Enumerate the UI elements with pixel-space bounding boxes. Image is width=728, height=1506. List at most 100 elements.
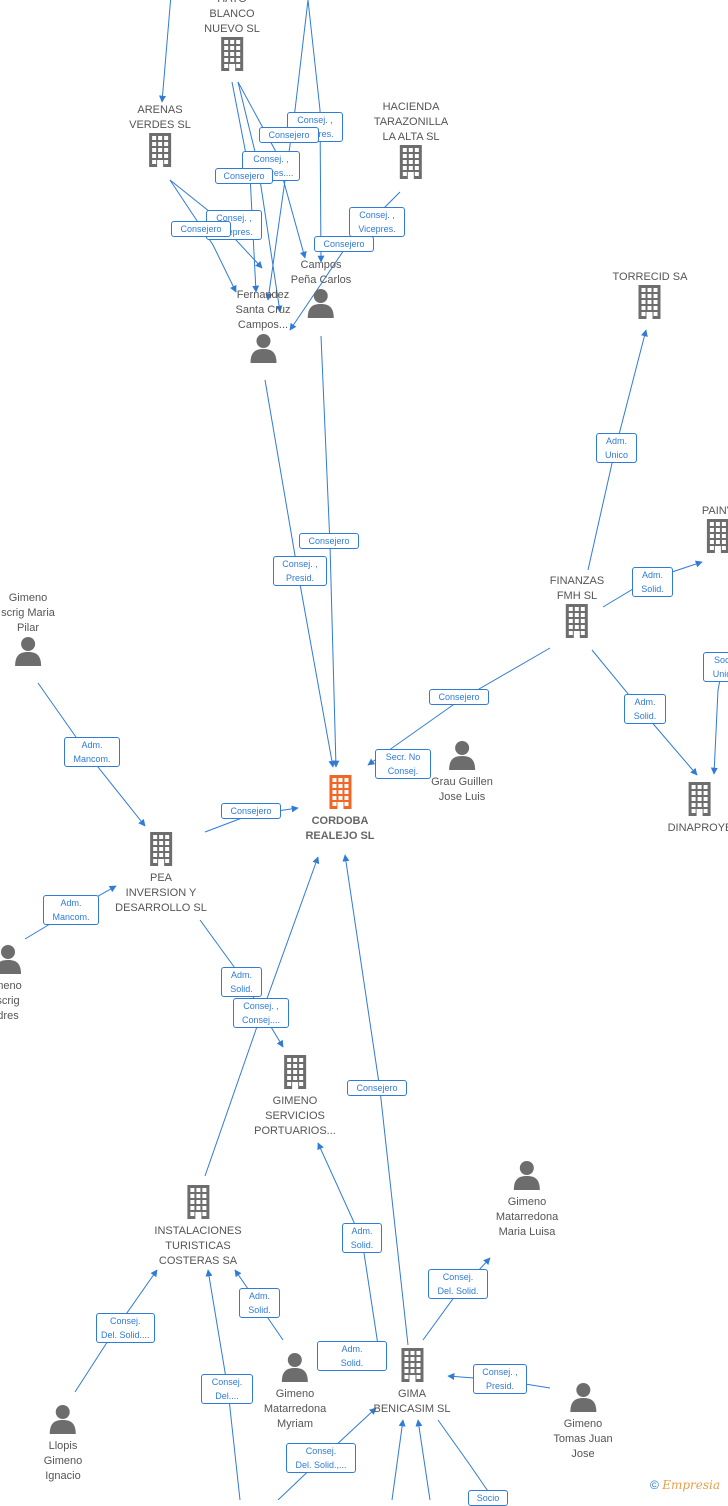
person-node-fernandez[interactable]: Fernandez Santa Cruz Campos... — [235, 288, 291, 368]
footer-credit: © Empresia — [650, 1478, 720, 1492]
company-node-torrecid[interactable]: TORRECID SA — [613, 270, 687, 324]
edge-label: Secr. No Consej. — [375, 749, 431, 779]
building-icon — [704, 519, 728, 558]
person-node-gimeno-myriam[interactable]: Gimeno Matarredona Myriam — [264, 1352, 326, 1432]
edge-label: Adm. Mancom. — [43, 895, 99, 925]
edge-label: Consejero — [221, 803, 281, 819]
person-icon — [14, 636, 42, 671]
edge-label: Consejero — [314, 236, 374, 252]
person-icon — [49, 1404, 77, 1439]
person-node-gimeno-tomas[interactable]: Gimeno Tomas Juan Jose — [553, 1382, 613, 1462]
person-node-gimeno-luisa[interactable]: Gimeno Matarredona Maria Luisa — [496, 1160, 558, 1240]
edge-label: Consejero — [429, 689, 489, 705]
building-icon — [184, 1185, 212, 1224]
edge-line — [237, 81, 283, 313]
edge-line — [342, 854, 409, 1346]
company-node-arenas[interactable]: ARENAS VERDES SL — [129, 103, 191, 172]
building-icon — [398, 1348, 426, 1387]
edge-label: Consejero — [347, 1080, 407, 1096]
node-label: CORDOBA REALEJO SL — [305, 815, 375, 842]
node-label: meno scrig dres — [0, 980, 22, 1022]
edge-label: Consejero — [215, 168, 273, 184]
person-icon — [0, 944, 22, 979]
edge-label: Consej. Del. Solid.... — [96, 1313, 155, 1343]
person-node-llopis[interactable]: Llopis Gimeno Ignacio — [43, 1404, 83, 1484]
person-node-grau[interactable]: Grau Guillen Jose Luis — [431, 740, 493, 805]
edge-label: Consej. , Consej.... — [233, 998, 289, 1028]
node-label: DINAPROYE — [667, 822, 728, 834]
edge-label: Adm. Mancom. — [64, 737, 120, 767]
empresia-logo[interactable]: Empresia — [662, 1478, 720, 1492]
node-label: FINANZAS FMH SL — [549, 575, 605, 602]
edge-label: Adm. Solid. — [239, 1288, 280, 1318]
person-icon — [569, 1382, 597, 1417]
person-icon — [281, 1352, 309, 1387]
building-icon — [563, 604, 591, 643]
node-label: Gimeno Matarredona Maria Luisa — [495, 1196, 559, 1238]
building-icon — [146, 133, 174, 172]
company-node-hato[interactable]: HATO BLANCO NUEVO SL — [204, 0, 260, 76]
edge-label: Consejero — [299, 533, 359, 549]
building-icon — [397, 145, 425, 184]
edge-label: Consej. , Presid. — [473, 1364, 527, 1394]
person-icon — [513, 1160, 541, 1195]
node-label: GIMA BENICASIM SL — [373, 1388, 451, 1415]
node-label: INSTALACIONES TURISTICAS COSTERAS SA — [154, 1225, 242, 1267]
company-node-finanzas[interactable]: FINANZAS FMH SL — [550, 574, 604, 643]
edge-label: Consejero — [259, 127, 319, 143]
company-node-gimeno-servicios[interactable]: GIMENO SERVICIOS PORTUARIOS... — [254, 1055, 336, 1139]
company-node-cordoba[interactable]: CORDOBA REALEJO SL — [305, 775, 375, 844]
building-icon — [147, 832, 175, 871]
node-label: Llopis Gimeno Ignacio — [43, 1440, 83, 1482]
edge-label: Consejero — [171, 221, 231, 237]
person-node-campos[interactable]: Campos Peña Carlos — [291, 258, 351, 323]
company-node-painv[interactable]: PAINV — [702, 504, 728, 558]
company-node-hacienda[interactable]: HACIENDA TARAZONILLA LA ALTA SL — [374, 100, 448, 184]
building-icon — [636, 285, 664, 324]
building-icon — [218, 37, 246, 76]
building-icon — [686, 782, 714, 821]
building-icon — [326, 775, 354, 814]
node-label: GIMENO SERVICIOS PORTUARIOS... — [254, 1095, 336, 1137]
node-label: PAINV — [701, 505, 728, 517]
edge-line — [265, 0, 309, 301]
company-node-dinaproyec[interactable]: DINAPROYE — [668, 782, 728, 836]
node-label: PEA INVERSION Y DESARROLLO SL — [115, 872, 207, 914]
company-node-instalaciones[interactable]: INSTALACIONES TURISTICAS COSTERAS SA — [154, 1185, 242, 1269]
edge-label: Consej. , Presid. — [273, 556, 327, 586]
edge-line — [169, 179, 237, 293]
edge-label: Adm. Solid. — [342, 1223, 382, 1253]
edge-label: Adm. Solid. — [317, 1341, 387, 1371]
edge-line — [237, 81, 307, 259]
company-node-pea[interactable]: PEA INVERSION Y DESARROLLO SL — [115, 832, 207, 916]
edge-line — [415, 1419, 431, 1500]
node-label: Gimeno Tomas Juan Jose — [553, 1418, 613, 1460]
person-icon — [307, 288, 335, 323]
edge-label: Socio — [468, 1490, 508, 1506]
edge-label: Consej. , Vicepres. — [349, 207, 405, 237]
edge-label: Consej. Del. Solid. — [428, 1269, 488, 1299]
edge-label: Adm. Solid. — [221, 967, 262, 997]
edge-label: Consej. Del. Solid.,... — [286, 1443, 356, 1473]
edge-label: Adm. Solid. — [632, 567, 673, 597]
edge-line — [159, 0, 172, 103]
edge-line — [231, 81, 260, 293]
person-node-gimeno-pilar[interactable]: Gimeno scrig Maria Pilar — [1, 591, 55, 671]
edge-line — [437, 1419, 495, 1500]
node-label: HATO BLANCO NUEVO SL — [204, 0, 260, 35]
person-node-gimeno-andres[interactable]: meno scrig dres — [0, 944, 22, 1024]
copyright-symbol: © — [650, 1478, 659, 1492]
edge-line — [391, 1419, 406, 1500]
node-label: Fernandez Santa Cruz Campos... — [235, 289, 291, 331]
person-icon — [249, 333, 277, 368]
edge-label: Adm. Unico — [596, 433, 637, 463]
edge-line — [320, 335, 340, 768]
edge-line — [307, 0, 325, 263]
company-node-gima[interactable]: GIMA BENICASIM SL — [373, 1348, 451, 1417]
edge-label: Adm. Solid. — [624, 694, 666, 724]
node-label: Gimeno scrig Maria Pilar — [1, 592, 55, 634]
building-icon — [281, 1055, 309, 1094]
node-label: Grau Guillen Jose Luis — [431, 776, 493, 803]
node-label: ARENAS VERDES SL — [129, 104, 191, 131]
edge-label: Consej. Del.... — [201, 1374, 253, 1404]
